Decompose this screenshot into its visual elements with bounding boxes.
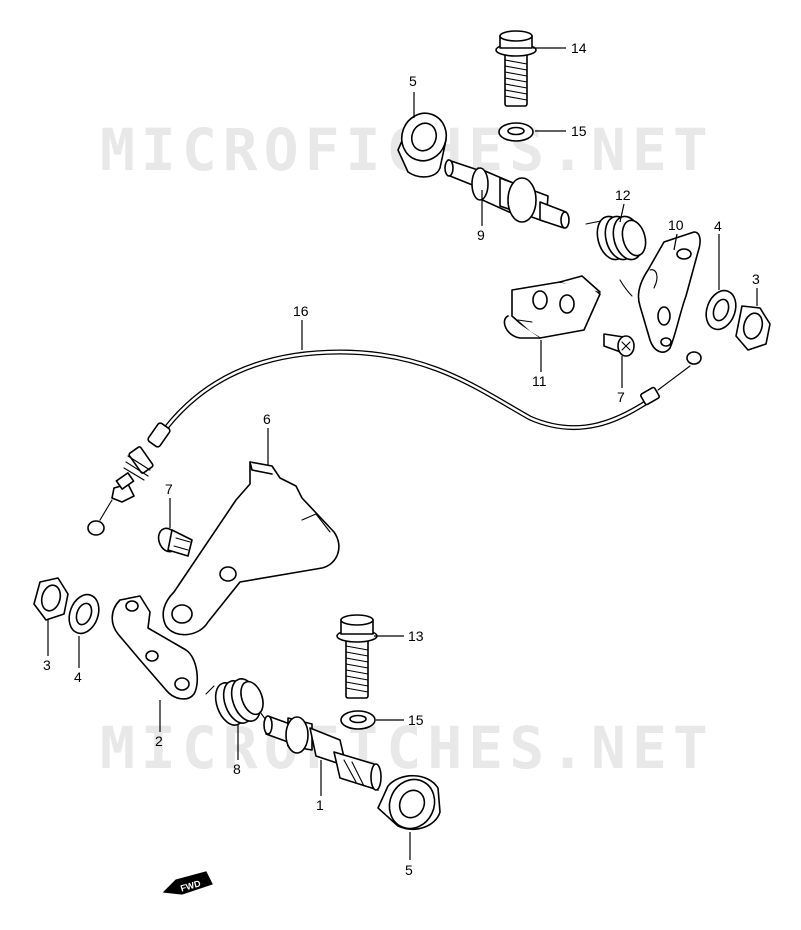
callout-11: 11 xyxy=(532,373,547,389)
part-16-cable xyxy=(87,349,702,536)
part-14-bolt xyxy=(495,30,537,107)
part-15-washer-bottom xyxy=(340,710,376,730)
part-3-nut-top xyxy=(735,305,771,351)
callout-7-middle: 7 xyxy=(165,481,173,497)
callout-13: 13 xyxy=(408,628,424,644)
callout-7-top: 7 xyxy=(617,389,625,405)
callout-15-bottom: 15 xyxy=(408,712,424,728)
part-10-lever xyxy=(637,231,701,353)
part-15-washer-top xyxy=(498,122,534,142)
part-1-shaft xyxy=(263,715,382,791)
part-4-washer-bottom xyxy=(68,593,100,635)
part-8-spring xyxy=(205,678,267,726)
part-4-washer-top xyxy=(705,289,737,331)
part-7-screw-middle xyxy=(157,527,193,557)
callout-14: 14 xyxy=(571,40,587,56)
part-13-bolt xyxy=(336,614,378,699)
watermark-bottom: MICROFICHES.NET xyxy=(100,714,714,782)
part-9-shaft xyxy=(444,159,570,229)
callout-6: 6 xyxy=(263,411,271,427)
part-7-screw-top xyxy=(603,333,635,357)
callout-15-top: 15 xyxy=(571,123,587,139)
callout-numbers: 14 15 5 9 12 10 4 3 11 7 16 6 7 3 4 2 8 … xyxy=(43,40,760,878)
callout-12: 12 xyxy=(615,187,631,203)
part-6-bracket xyxy=(162,461,340,636)
callout-16: 16 xyxy=(293,303,309,319)
callout-2: 2 xyxy=(155,733,163,749)
callout-9: 9 xyxy=(477,227,485,243)
callout-5-top: 5 xyxy=(409,73,417,89)
part-2-lever xyxy=(111,595,199,700)
callout-10: 10 xyxy=(668,217,684,233)
fwd-direction-badge: FWD xyxy=(162,871,213,895)
leader-lines xyxy=(47,47,758,860)
callout-3-bottom: 3 xyxy=(43,657,51,673)
part-5-bearing-top xyxy=(397,112,448,178)
fwd-arrow-icon xyxy=(162,871,213,895)
callout-3-top: 3 xyxy=(752,271,760,287)
part-12-spring xyxy=(585,215,647,297)
callout-8: 8 xyxy=(233,761,241,777)
callout-4-bottom: 4 xyxy=(74,669,82,685)
callout-4-top: 4 xyxy=(714,218,722,234)
callout-5-bottom: 5 xyxy=(405,862,413,878)
part-11-bracket xyxy=(503,275,601,339)
part-5-bearing-bottom xyxy=(377,775,441,830)
callout-1: 1 xyxy=(316,797,324,813)
part-3-nut-bottom xyxy=(33,577,69,621)
